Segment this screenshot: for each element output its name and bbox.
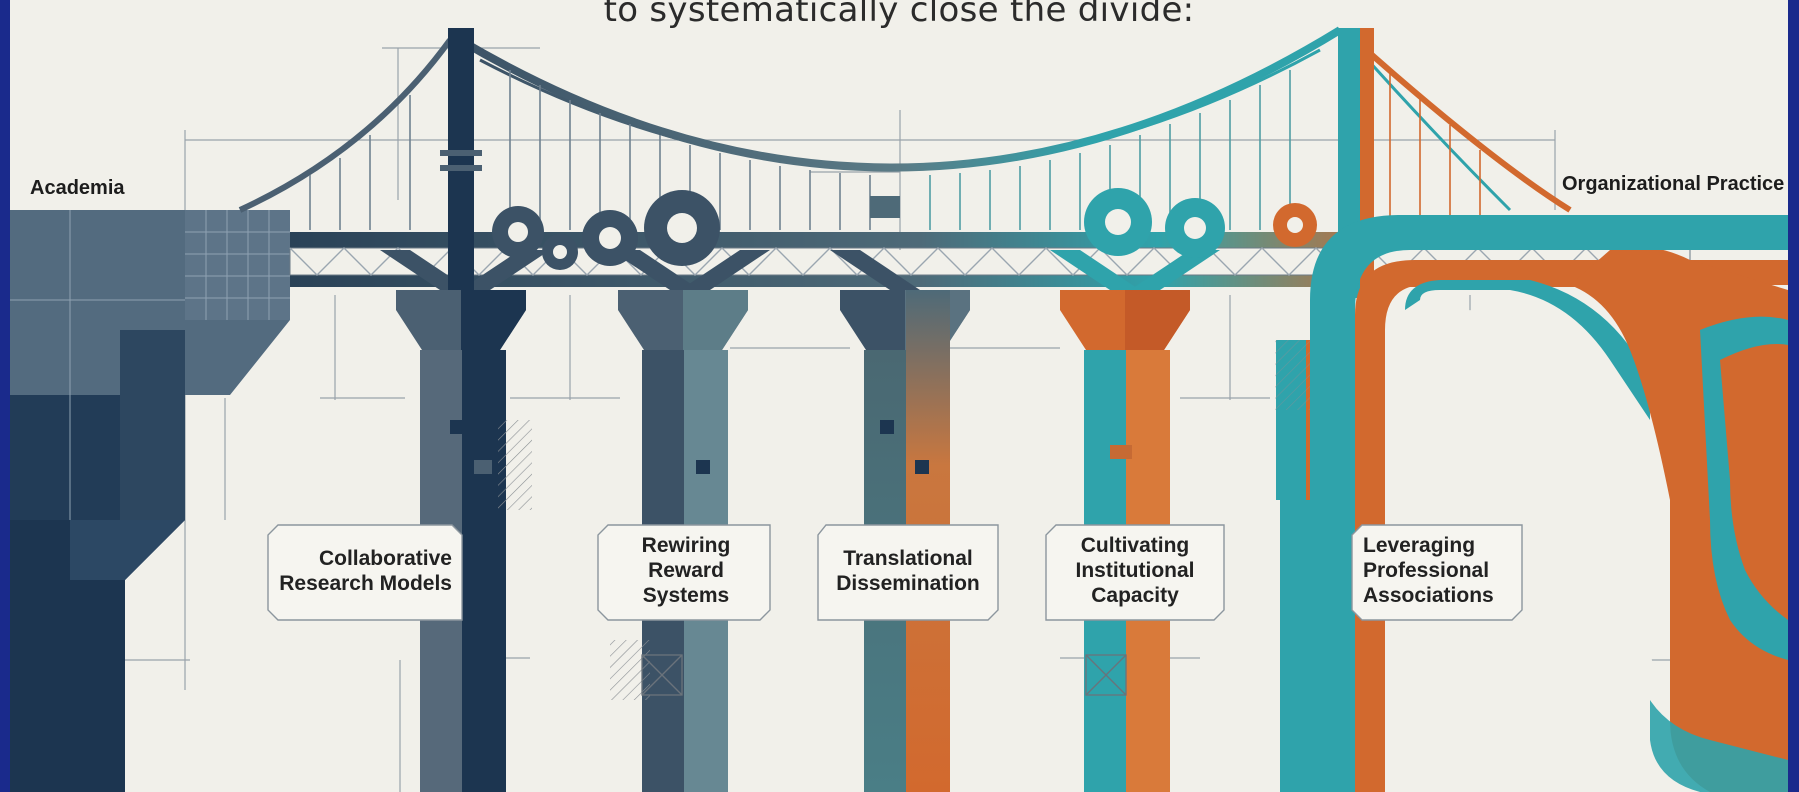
organizational-practice-structure [1310, 215, 1788, 792]
callout-leveraging [1351, 524, 1523, 621]
label-academia: Academia [30, 177, 125, 199]
callout-cultivating [1045, 524, 1225, 621]
header-text: to systematically close the divide: [603, 0, 1195, 30]
bridge-towers [440, 28, 1374, 298]
callout-collaborative [267, 524, 463, 621]
callout-boxes [267, 524, 1523, 621]
illustration-frame: to systematically close the divide: Acad… [10, 0, 1788, 792]
academia-cliff [10, 210, 290, 792]
suspension-cables [238, 26, 1572, 230]
bridge-illustration [10, 26, 1788, 792]
label-organizational-practice: Organizational Practice [1562, 173, 1785, 195]
callout-rewiring [597, 524, 771, 621]
gear-cluster [492, 188, 1317, 270]
callout-translational [817, 524, 999, 621]
